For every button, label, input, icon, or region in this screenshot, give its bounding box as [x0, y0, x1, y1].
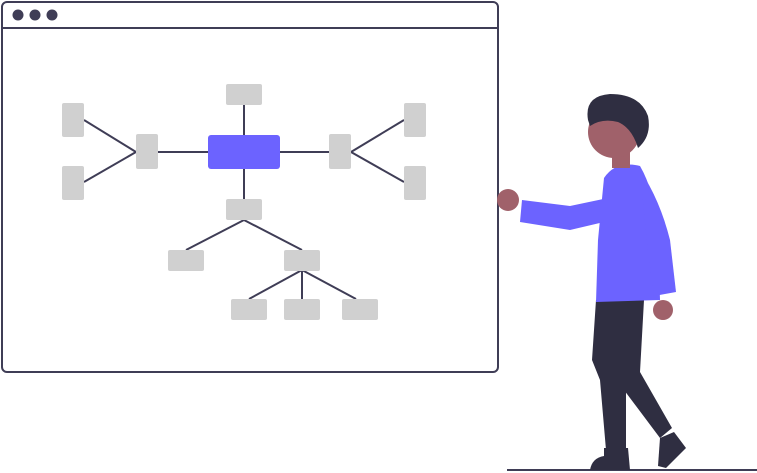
- person-right-hand: [653, 300, 673, 320]
- window-dot-1: [12, 9, 24, 21]
- node-right: [329, 134, 351, 169]
- node-center: [208, 135, 280, 169]
- window-dot-2: [29, 9, 41, 21]
- browser-window: [1, 1, 499, 373]
- person-figure: [497, 94, 686, 470]
- node-far-right-lower: [404, 166, 426, 200]
- connector-right-lower: [350, 151, 405, 183]
- person-left-hand: [497, 189, 519, 211]
- node-low-left: [231, 299, 267, 320]
- connector-right-upper: [350, 119, 405, 153]
- person-extended-arm: [520, 198, 608, 230]
- window-dot-3: [46, 9, 58, 21]
- window-frame: [1, 1, 499, 373]
- person-front-leg: [592, 300, 626, 450]
- node-low-center: [284, 299, 320, 320]
- node-far-left-upper: [62, 103, 84, 137]
- person-front-shoe: [590, 448, 630, 470]
- connector-left-upper: [83, 119, 137, 153]
- connector-mid-right: [243, 219, 303, 251]
- connector-low-left: [248, 269, 303, 300]
- person-back-leg: [618, 300, 672, 438]
- person-right-arm: [640, 170, 676, 296]
- node-left: [136, 134, 158, 169]
- flowchart-connectors: [83, 105, 405, 300]
- node-mid: [226, 199, 262, 220]
- node-far-right-upper: [404, 103, 426, 137]
- flowchart-nodes: [62, 84, 426, 320]
- person-hair: [587, 94, 649, 148]
- connector-left-lower: [83, 151, 137, 183]
- node-top: [226, 84, 262, 105]
- person-back-shoe: [658, 432, 686, 468]
- connector-low-right: [301, 269, 357, 300]
- node-low-right: [342, 299, 378, 320]
- node-far-left-lower: [62, 166, 84, 200]
- connector-mid-left: [185, 219, 245, 251]
- node-mid-right: [284, 250, 320, 271]
- node-mid-left: [168, 250, 204, 271]
